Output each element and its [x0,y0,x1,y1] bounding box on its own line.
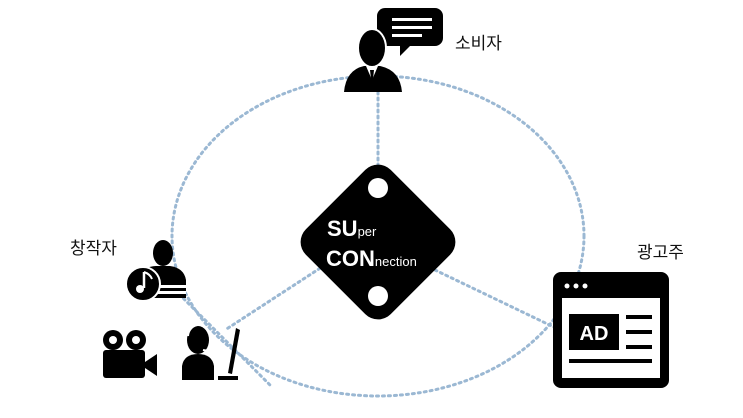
person-speech-bubble-icon [344,8,443,92]
svg-text:AD: AD [580,323,609,345]
browser-ad-icon: AD [553,272,669,388]
link-creator [223,263,327,332]
consumer-label: 소비자 [455,34,502,54]
creator-label: 창작자 [70,239,117,259]
link-creator-person [173,288,272,387]
headset-streamer-icon [182,323,240,380]
link-advertiser [433,268,562,332]
video-camera-icon [103,330,157,378]
person-music-icon [125,240,186,302]
super-connection-logo: SUper CONnection [300,164,456,320]
svg-text:SUper: SUper [327,216,377,241]
svg-text:CONnection: CONnection [326,246,417,271]
advertiser-label: 광고주 [637,243,684,263]
